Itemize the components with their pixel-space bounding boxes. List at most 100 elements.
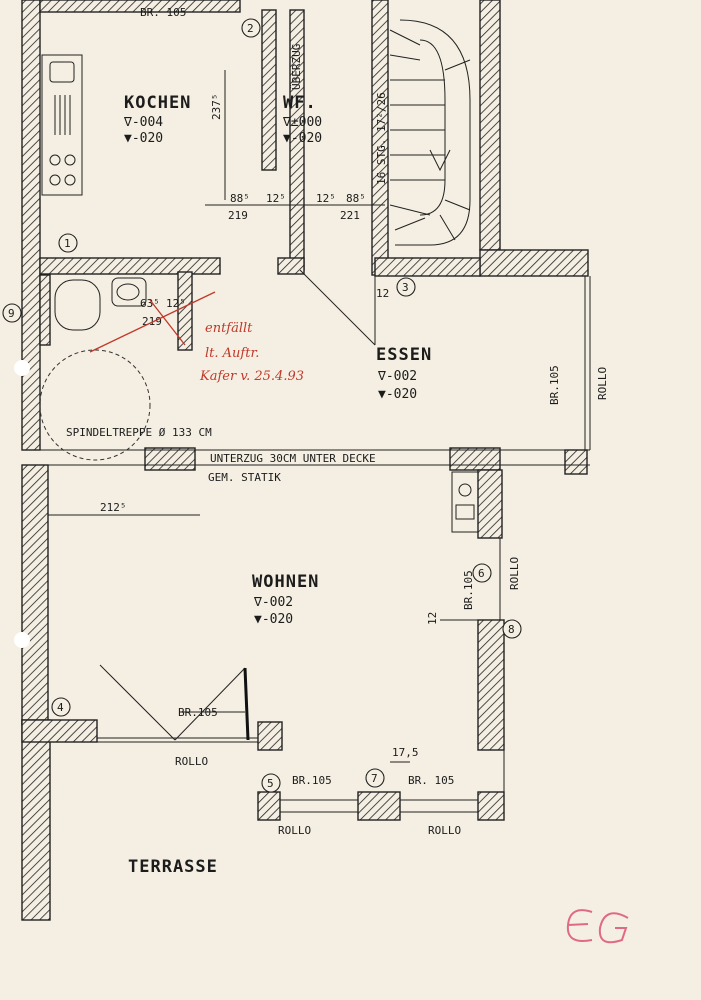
level-essen-2: ▼-020: [378, 387, 417, 402]
label-stairs: 16 STG. 17²/26: [375, 92, 388, 185]
wall-wc-right: [177, 271, 193, 351]
svg-text:4: 4: [57, 701, 64, 714]
level-essen-1: ∇-002: [377, 369, 417, 384]
room-kochen: KOCHEN ∇-004 ▼-020: [123, 93, 191, 146]
level-wohnen-1: ∇-002: [253, 595, 293, 610]
dim-221: 221: [340, 209, 360, 222]
label-br-w7: BR. 105: [408, 774, 454, 787]
eg-label: EG: [0, 0, 2, 1]
handwritten-annotation: entfällt lt. Auftr. Kafer v. 25.4.93: [89, 291, 304, 384]
pillar-right: [477, 791, 505, 821]
dim-12c: 12: [376, 287, 389, 300]
label-spindle: SPINDELTREPPE Ø 133 CM: [66, 426, 212, 439]
svg-text:8: 8: [508, 623, 515, 636]
wall-stair-bottom: [479, 249, 589, 277]
marker-1: 1: [58, 233, 78, 253]
dim-12a: 12⁵: [266, 192, 286, 205]
svg-text:3: 3: [402, 281, 409, 294]
marker-8: 8: [502, 619, 522, 639]
punch-hole-bottom: [14, 632, 30, 648]
marker-9: 9: [2, 303, 22, 323]
annotation-line-3: Kafer v. 25.4.93: [199, 369, 304, 384]
marker-6: 6: [472, 563, 492, 583]
room-name-terrasse: TERRASSE: [128, 857, 218, 877]
label-rollo-w5: ROLLO: [278, 824, 311, 837]
wall-chimney: [477, 469, 503, 539]
annotation-line-2: lt. Auftr.: [205, 346, 259, 361]
room-name-wf: WF.: [283, 93, 317, 113]
dim-237: 237⁵: [210, 94, 223, 121]
chimney: [451, 471, 479, 533]
label-br-w5: BR.105: [292, 774, 332, 787]
pillar-w5: [257, 791, 281, 821]
label-rollo-wohnen-side: ROLLO: [508, 557, 521, 590]
label-statik: GEM. STATIK: [208, 471, 281, 484]
label-ueberzug: ÜBERZUG: [290, 44, 303, 90]
dim-12d: 12⁵: [166, 297, 186, 310]
room-essen: ESSEN ∇-002 ▼-020: [376, 345, 432, 402]
label-rollo-essen: ROLLO: [596, 367, 609, 400]
marker-4: 4: [51, 697, 71, 717]
level-wf-2: ▼-020: [283, 131, 322, 146]
wall-kitchen-wf: [261, 9, 277, 171]
dim-88a: 88⁵: [230, 192, 250, 205]
label-br-top: BR. 105: [140, 6, 186, 19]
annotation-line-1: entfällt: [205, 321, 253, 336]
dim-88b: 88⁵: [346, 192, 366, 205]
doors: [99, 664, 250, 741]
dim-212: 212⁵: [100, 501, 127, 514]
wall-terrace-top: [21, 719, 98, 743]
wall-wohnen-right: [477, 619, 505, 751]
beam-right: [449, 447, 501, 471]
svg-text:1: 1: [64, 237, 71, 250]
wall-top: [39, 0, 241, 13]
wall-essen-top: [374, 257, 481, 277]
room-wohnen: WOHNEN ∇-002 ▼-020: [252, 572, 319, 627]
marker-5: 5: [261, 773, 281, 793]
punch-hole-top: [14, 360, 30, 376]
wall-wc-left: [39, 274, 51, 346]
dim-12b: 12⁵: [316, 192, 336, 205]
label-rollo-door: ROLLO: [175, 755, 208, 768]
pillar-w7: [357, 791, 401, 821]
svg-text:2: 2: [247, 22, 254, 35]
level-wf-1: ∇±000: [282, 115, 322, 130]
wall-left-upper: [21, 0, 41, 451]
label-br-wohnen-side: BR.105: [462, 570, 475, 610]
room-name-essen: ESSEN: [376, 345, 432, 365]
level-kochen-2: ▼-020: [124, 131, 163, 146]
outline-lines: [39, 269, 591, 813]
wall-left-lower: [21, 464, 49, 726]
svg-text:7: 7: [371, 772, 378, 785]
walls: [21, 0, 589, 921]
room-name-kochen: KOCHEN: [124, 93, 191, 113]
wall-left-terrace: [21, 719, 51, 921]
svg-text:6: 6: [478, 567, 485, 580]
dim-12e: 12: [426, 612, 439, 625]
label-rollo-w7: ROLLO: [428, 824, 461, 837]
wc-fixtures: [54, 277, 147, 331]
dimension-lines: [48, 70, 478, 763]
wall-stair-right: [479, 0, 501, 251]
staircase: [389, 19, 471, 246]
level-wohnen-2: ▼-020: [254, 612, 293, 627]
marker-7: 7: [365, 768, 385, 788]
wall-kitchen-bottom: [39, 257, 221, 275]
spindle-stair-outline: [39, 349, 151, 461]
marker-2: 2: [241, 18, 261, 38]
dim-17: 17,5: [392, 746, 419, 759]
label-unterzug: UNTERZUG 30CM UNTER DECKE: [210, 452, 376, 465]
label-br-door: BR.105: [178, 706, 218, 719]
svg-text:5: 5: [267, 777, 274, 790]
beam-left: [144, 447, 196, 471]
kitchen-counter: [41, 54, 83, 196]
level-kochen-1: ∇-004: [123, 115, 163, 130]
label-br-essen: BR.105: [548, 365, 561, 405]
wall-wf-bottom: [277, 257, 305, 275]
svg-text:9: 9: [8, 307, 15, 320]
room-name-wohnen: WOHNEN: [252, 572, 319, 592]
pillar-essen: [564, 449, 588, 475]
wall-door-right: [257, 721, 283, 751]
marker-3: 3: [396, 277, 416, 297]
